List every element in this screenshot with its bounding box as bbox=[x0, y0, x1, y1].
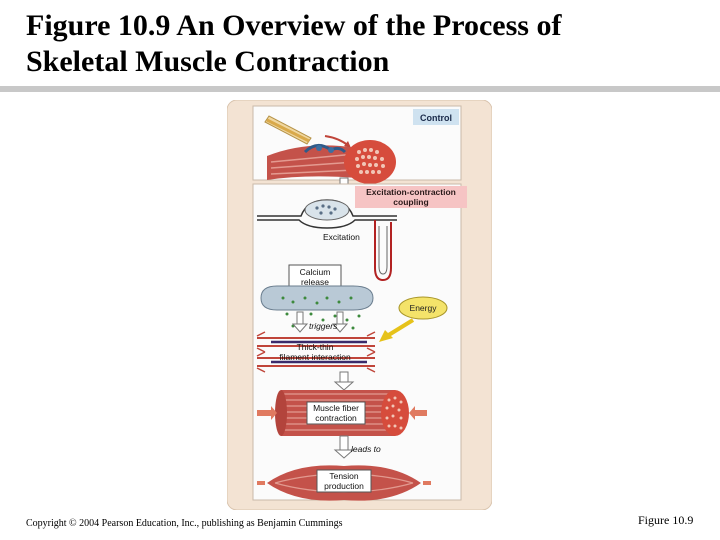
triggers-arrow-left-shaft bbox=[296, 311, 304, 325]
slide-title: Figure 10.9 An Overview of the Process o… bbox=[26, 8, 686, 80]
calcium-label-line-1: Calcium bbox=[300, 267, 331, 277]
diagram-svg: Control Excitation-contraction coupling bbox=[226, 99, 493, 511]
triggers-label: triggers bbox=[309, 321, 338, 331]
tension-label-line-1: Tension bbox=[329, 471, 359, 481]
flow-arrow-3-shaft bbox=[339, 435, 349, 451]
nerve-icon bbox=[264, 115, 312, 145]
t-tubule-inner bbox=[378, 226, 388, 275]
compression-arrow-left bbox=[257, 406, 277, 420]
muscle-fiber-top-icon bbox=[267, 140, 396, 184]
copyright-notice: Copyright © 2004 Pearson Education, Inc.… bbox=[26, 518, 343, 529]
tension-label-line-2: production bbox=[324, 481, 364, 491]
ecc-label-box bbox=[355, 186, 467, 208]
ecc-label-line-1: Excitation-contraction bbox=[366, 187, 456, 197]
calcium-label-line-2: release bbox=[301, 277, 329, 287]
title-divider bbox=[0, 86, 720, 92]
triggers-arrow-right-head bbox=[331, 323, 349, 333]
slide-title-line-1: Figure 10.9 An Overview of the Process o… bbox=[26, 9, 562, 42]
calcium-release-box bbox=[288, 264, 342, 290]
muscle-fiber-label-line-2: contraction bbox=[315, 413, 357, 423]
flow-arrow-2-shaft bbox=[339, 371, 349, 383]
neuromuscular-junction-icon bbox=[257, 199, 397, 229]
triggers-arrow-right-shaft bbox=[336, 311, 344, 325]
thick-thin-label-line-2: filament interaction bbox=[279, 352, 351, 362]
muscle-contraction-diagram: Control Excitation-contraction coupling bbox=[226, 99, 493, 511]
triggers-arrow-left-head bbox=[291, 323, 309, 333]
excitation-label: Excitation bbox=[323, 232, 360, 242]
filament-interaction-icon bbox=[256, 331, 376, 373]
energy-label: Energy bbox=[410, 303, 438, 313]
sarcoplasmic-reticulum-icon bbox=[260, 285, 374, 311]
tension-production-box bbox=[316, 469, 372, 493]
t-tubule-icon bbox=[374, 220, 392, 282]
flow-arrow-2-head bbox=[333, 381, 355, 391]
energy-arrowhead bbox=[379, 330, 393, 342]
compression-arrow-right bbox=[409, 406, 427, 420]
nerve-signal-arrowhead bbox=[344, 141, 351, 148]
control-label-box bbox=[413, 109, 459, 125]
energy-arrow-shaft bbox=[385, 318, 415, 338]
slide-title-line-2: Skeletal Muscle Contraction bbox=[26, 45, 390, 78]
thick-thin-label-line-1: Thick-thin bbox=[297, 342, 334, 352]
ecc-label-line-2: coupling bbox=[393, 197, 428, 207]
flow-arrow-3-head bbox=[333, 449, 355, 459]
energy-oval bbox=[398, 296, 448, 320]
figure-label: Figure 10.9 bbox=[638, 513, 694, 527]
muscle-fiber-label-line-1: Muscle fiber bbox=[313, 403, 359, 413]
control-label: Control bbox=[420, 113, 452, 123]
leads-to-label: leads to bbox=[351, 444, 381, 454]
muscle-fiber-contraction-box bbox=[306, 401, 366, 425]
